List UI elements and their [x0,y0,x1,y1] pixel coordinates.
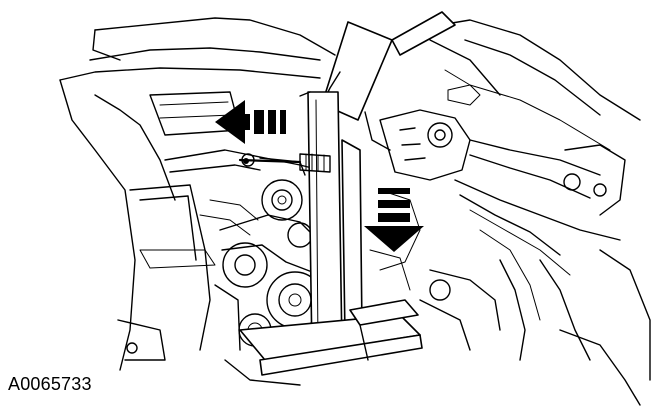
left-arrow-indicator [215,100,286,144]
engine-support-fixture [238,11,456,376]
hood-outline [59,17,641,151]
figure-id-label: A0065733 [8,374,92,394]
left-fender [59,79,216,371]
right-engine-area [364,84,651,406]
accessory-drive [199,179,324,386]
down-arrow-indicator [364,188,424,252]
